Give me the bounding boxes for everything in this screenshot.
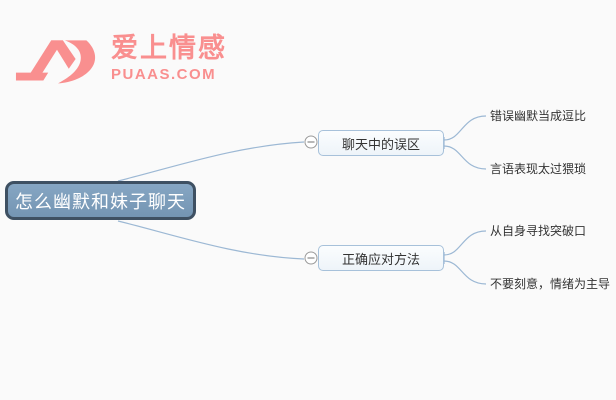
leaf-node[interactable]: 言语表现太过猥琐 — [490, 162, 587, 176]
edge-branch1-leaf2 — [443, 145, 487, 170]
edge-branch1-leaf1 — [443, 115, 487, 141]
edge-branch2-leaf4 — [443, 260, 487, 285]
leaf-node[interactable]: 从自身寻找突破口 — [490, 224, 587, 238]
edge-branch2-leaf3 — [443, 230, 487, 256]
edge-root-branch2 — [117, 220, 305, 260]
collapse-toggle-branch1[interactable] — [304, 135, 318, 149]
puaas-logo-icon — [15, 40, 96, 84]
root-node-label: 怎么幽默和妹子聊天 — [15, 191, 186, 212]
branch-node-label: 聊天中的误区 — [341, 136, 420, 152]
branch-node-label: 正确应对方法 — [341, 251, 420, 267]
brand-domain: PUAAS.COM — [111, 65, 217, 83]
site-logo: 爱上情感 PUAAS.COM — [14, 30, 227, 86]
leaf-node[interactable]: 错误幽默当成逗比 — [490, 109, 587, 123]
leaf-node[interactable]: 不要刻意，情绪为主导 — [490, 277, 611, 291]
root-node[interactable]: 怎么幽默和妹子聊天 — [5, 181, 196, 220]
collapse-toggle-branch2[interactable] — [304, 251, 318, 265]
edge-root-branch1 — [117, 141, 305, 182]
branch-node-2[interactable]: 正确应对方法 — [318, 245, 444, 271]
branch-node-1[interactable]: 聊天中的误区 — [318, 130, 444, 156]
brand-name: 爱上情感 — [111, 32, 227, 63]
